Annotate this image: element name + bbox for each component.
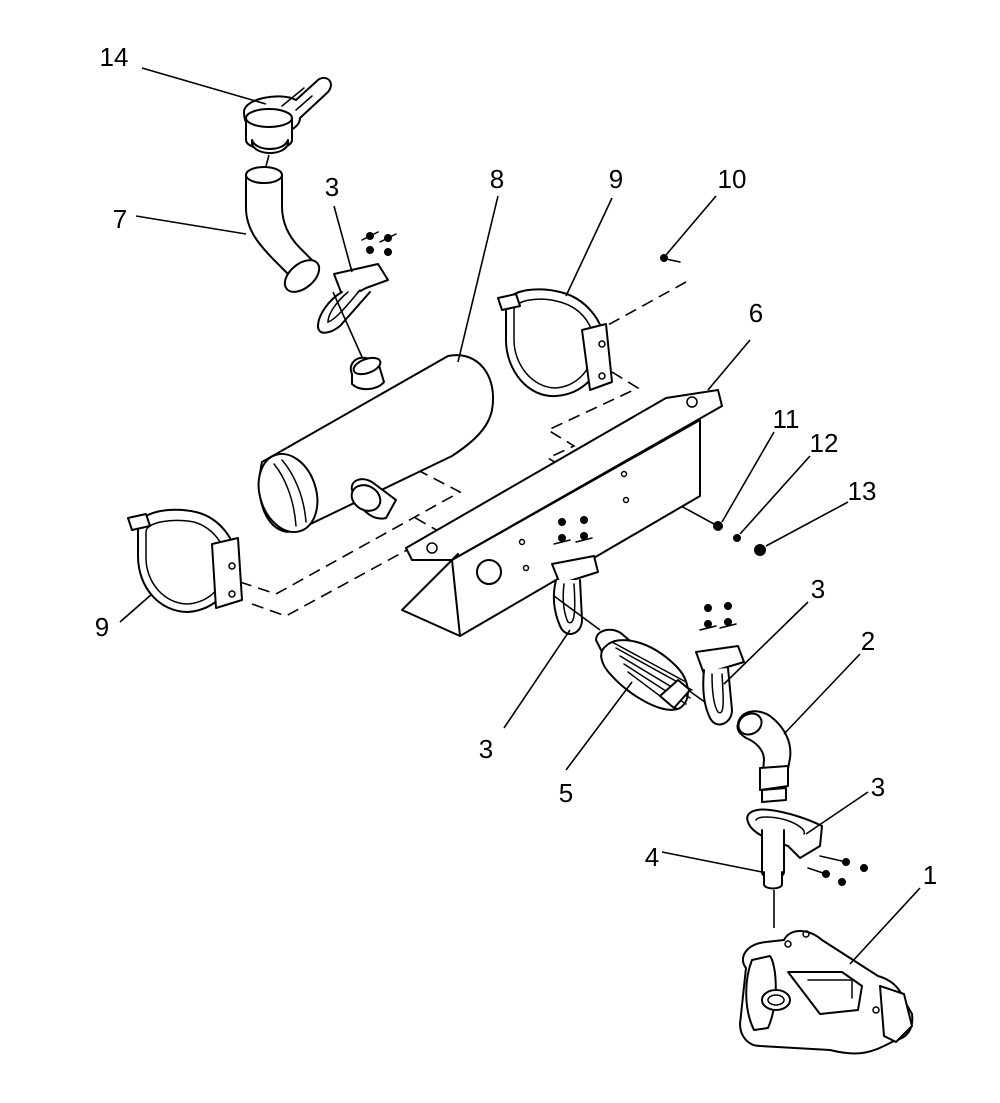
part-2-elbow	[736, 710, 792, 803]
callout-5: 5	[559, 778, 573, 808]
callout-4: 4	[645, 842, 659, 872]
callout-13: 13	[848, 476, 877, 506]
callout-11: 11	[773, 404, 800, 434]
part-9-band-clamp-left	[127, 508, 243, 613]
part-14-rain-cap	[243, 76, 332, 154]
part-10-bolt	[660, 195, 717, 263]
part-1-exhaust-manifold	[739, 930, 914, 1055]
callout-9-upper: 9	[609, 164, 623, 194]
callout-3-lower: 3	[871, 772, 885, 802]
callout-14: 14	[100, 42, 129, 72]
callout-9-left: 9	[95, 612, 109, 642]
callout-1: 1	[923, 860, 937, 890]
part-4-straight-pipe	[761, 829, 785, 928]
part-5-flex-coupling	[553, 595, 717, 711]
callout-2: 2	[861, 626, 875, 656]
callout-8: 8	[490, 164, 504, 194]
callout-6: 6	[749, 298, 763, 328]
parts-11-12-13-hardware	[713, 431, 849, 556]
callout-3-right: 3	[811, 574, 825, 604]
part-8-muffler	[257, 354, 495, 534]
part-3-clamp-upper	[317, 231, 397, 367]
callout-leaders	[119, 67, 921, 965]
part-6-bracket	[401, 339, 751, 637]
part-3-clamp-right	[695, 602, 745, 726]
callout-10: 10	[718, 164, 747, 194]
part-9-band-clamp-upper	[497, 288, 613, 398]
part-7-elbow-pipe	[245, 154, 321, 293]
callout-12: 12	[810, 428, 839, 458]
callout-labels: 14 7 3 8 9 10 6 11 12 13 9 3 2 3 5 3 4 1	[95, 42, 937, 890]
callout-3-upper: 3	[325, 172, 339, 202]
callout-3-center: 3	[479, 734, 493, 764]
callout-7: 7	[113, 204, 127, 234]
